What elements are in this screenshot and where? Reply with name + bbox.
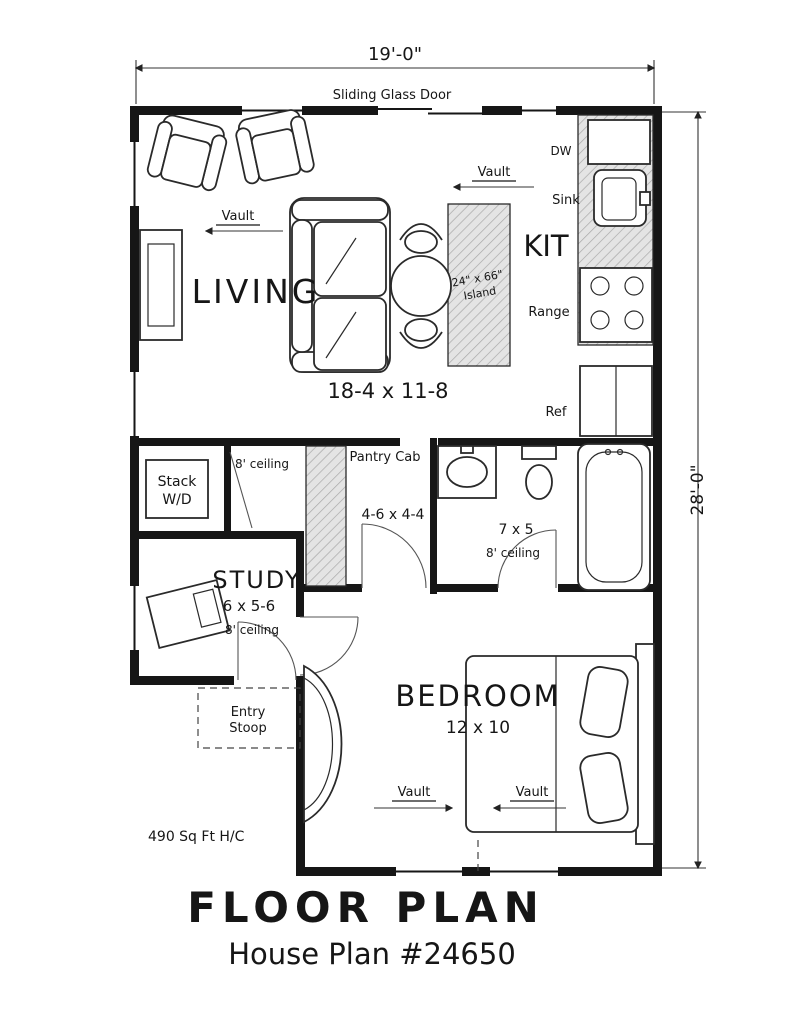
stack-line1: Stack xyxy=(158,474,198,490)
armchair-2 xyxy=(235,109,315,185)
toilet xyxy=(521,445,557,500)
area-note: 490 Sq Ft H/C xyxy=(148,829,245,845)
vault-annotations: Vault Vault Vault Vault xyxy=(204,165,566,812)
study-door-arc xyxy=(299,616,359,676)
media-console xyxy=(139,229,183,341)
range xyxy=(579,267,653,343)
study-label: STUDY xyxy=(212,566,301,594)
pantry-label: Pantry Cab xyxy=(349,450,420,465)
dimension-right: 28'-0" xyxy=(660,110,708,870)
vault-label-living: Vault xyxy=(222,209,255,224)
entry-line1: Entry xyxy=(231,705,266,720)
pillow-1 xyxy=(579,666,629,738)
armchair-1 xyxy=(146,114,228,192)
bed xyxy=(465,643,655,845)
wd-ceiling-label: 8' ceiling xyxy=(235,457,289,471)
ref-label: Ref xyxy=(545,405,566,420)
study-size-label: 6 x 5-6 xyxy=(223,597,275,615)
vault-label-bedroom-left: Vault xyxy=(398,785,431,800)
study-desk xyxy=(145,578,231,650)
bath-size-label: 7 x 5 xyxy=(499,522,534,538)
bedroom-label: BEDROOM xyxy=(395,679,560,713)
bath-door-arc xyxy=(497,529,557,589)
kitchen-island: 24" x 66" Island xyxy=(447,203,511,367)
kitchen-label: KIT xyxy=(523,229,569,263)
house-plan-subtitle: House Plan #24650 xyxy=(228,937,516,971)
washer-dryer xyxy=(145,459,209,519)
exterior-walls xyxy=(130,106,662,876)
entry-door-arc xyxy=(237,621,297,681)
vault-label-bedroom-right: Vault xyxy=(516,785,549,800)
bedroom-console xyxy=(303,664,343,824)
bath-ceiling-label: 8' ceiling xyxy=(486,546,540,560)
width-dimension: 19'-0" xyxy=(368,44,422,65)
kitchen-sink xyxy=(593,169,651,227)
dw-label: DW xyxy=(550,144,571,158)
study-ceiling-label: 8' ceiling xyxy=(225,623,279,637)
entry-line2: Stoop xyxy=(229,721,267,736)
hall-door-arc xyxy=(361,523,427,589)
range-label: Range xyxy=(528,305,569,320)
vault-label-kitchen: Vault xyxy=(478,165,511,180)
kitchen-counter xyxy=(577,114,654,437)
refrigerator xyxy=(579,365,653,437)
hall-size-label: 4-6 x 4-4 xyxy=(362,507,425,523)
sink-label: Sink xyxy=(552,193,580,208)
vanity-sink xyxy=(437,445,497,499)
living-size-label: 18-4 x 11-8 xyxy=(327,379,448,403)
floor-plan-title: FLOOR PLAN xyxy=(187,883,545,932)
dishwasher xyxy=(587,119,651,165)
pillow-2 xyxy=(579,752,629,824)
pantry-cabinet xyxy=(305,445,347,587)
island-word-label: Island xyxy=(463,284,497,302)
living-label: LIVING xyxy=(192,272,321,311)
dining-set xyxy=(390,223,452,349)
closet-door-line xyxy=(229,451,253,529)
bathtub xyxy=(577,443,651,591)
sliding-door-label: Sliding Glass Door xyxy=(333,88,452,103)
depth-dimension: 28'-0" xyxy=(688,464,708,515)
entry-stoop xyxy=(197,687,301,749)
sofa xyxy=(289,197,391,373)
stack-line2: W/D xyxy=(162,492,191,508)
dimension-top: 19'-0" xyxy=(134,44,656,104)
bedroom-size-label: 12 x 10 xyxy=(446,718,510,738)
